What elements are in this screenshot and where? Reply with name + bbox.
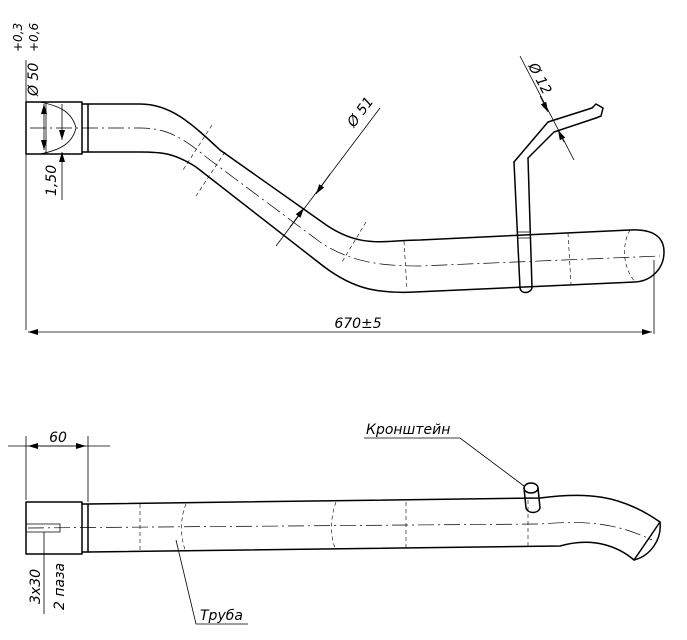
leader-pipe: Труба [175, 539, 248, 625]
side-view: 60 3x30 2 паза Кронштейн Труба [8, 422, 661, 625]
dim-slots-count-text: 2 паза [52, 563, 68, 610]
dim-overall-length: 670±5 [28, 260, 655, 335]
dim-outer-tol-upper: +0,3 [11, 23, 25, 52]
dim-outer-tol-lower: +0,6 [27, 22, 41, 52]
leader-bracket: Кронштейн [364, 422, 525, 487]
pipe-end-sleeve-top [25, 101, 89, 155]
pipe-end-sleeve-side [25, 501, 89, 555]
label-pipe-text: Труба [200, 608, 243, 624]
dim-pipe-diameter-text: Ø 51 [344, 94, 377, 131]
dim-outer-diameter: Ø 50 +0,3 +0,6 [11, 22, 47, 330]
dim-pipe-diameter: Ø 51 [275, 94, 381, 247]
dim-wall-text: 1,50 [44, 165, 60, 196]
bracket-side [523, 482, 541, 514]
pipe-body-side [27, 494, 661, 561]
dim-outer-diameter-text: Ø 50 [26, 63, 42, 97]
bracket-top [513, 103, 604, 294]
dim-slots: 3x30 2 паза [28, 532, 68, 614]
dim-end-length-text: 60 [49, 430, 67, 446]
label-bracket-text: Кронштейн [366, 422, 450, 438]
dim-wall: 1,50 [44, 104, 65, 200]
top-view: Ø 50 +0,3 +0,6 1,50 Ø 51 Ø 12 [11, 22, 665, 335]
dim-bracket-diameter-text: Ø 12 [524, 59, 554, 97]
pipe-body-top [30, 103, 665, 294]
dim-overall-length-text: 670±5 [334, 316, 381, 332]
dim-slots-size-text: 3x30 [28, 569, 44, 604]
dim-end-length: 60 [8, 430, 110, 502]
